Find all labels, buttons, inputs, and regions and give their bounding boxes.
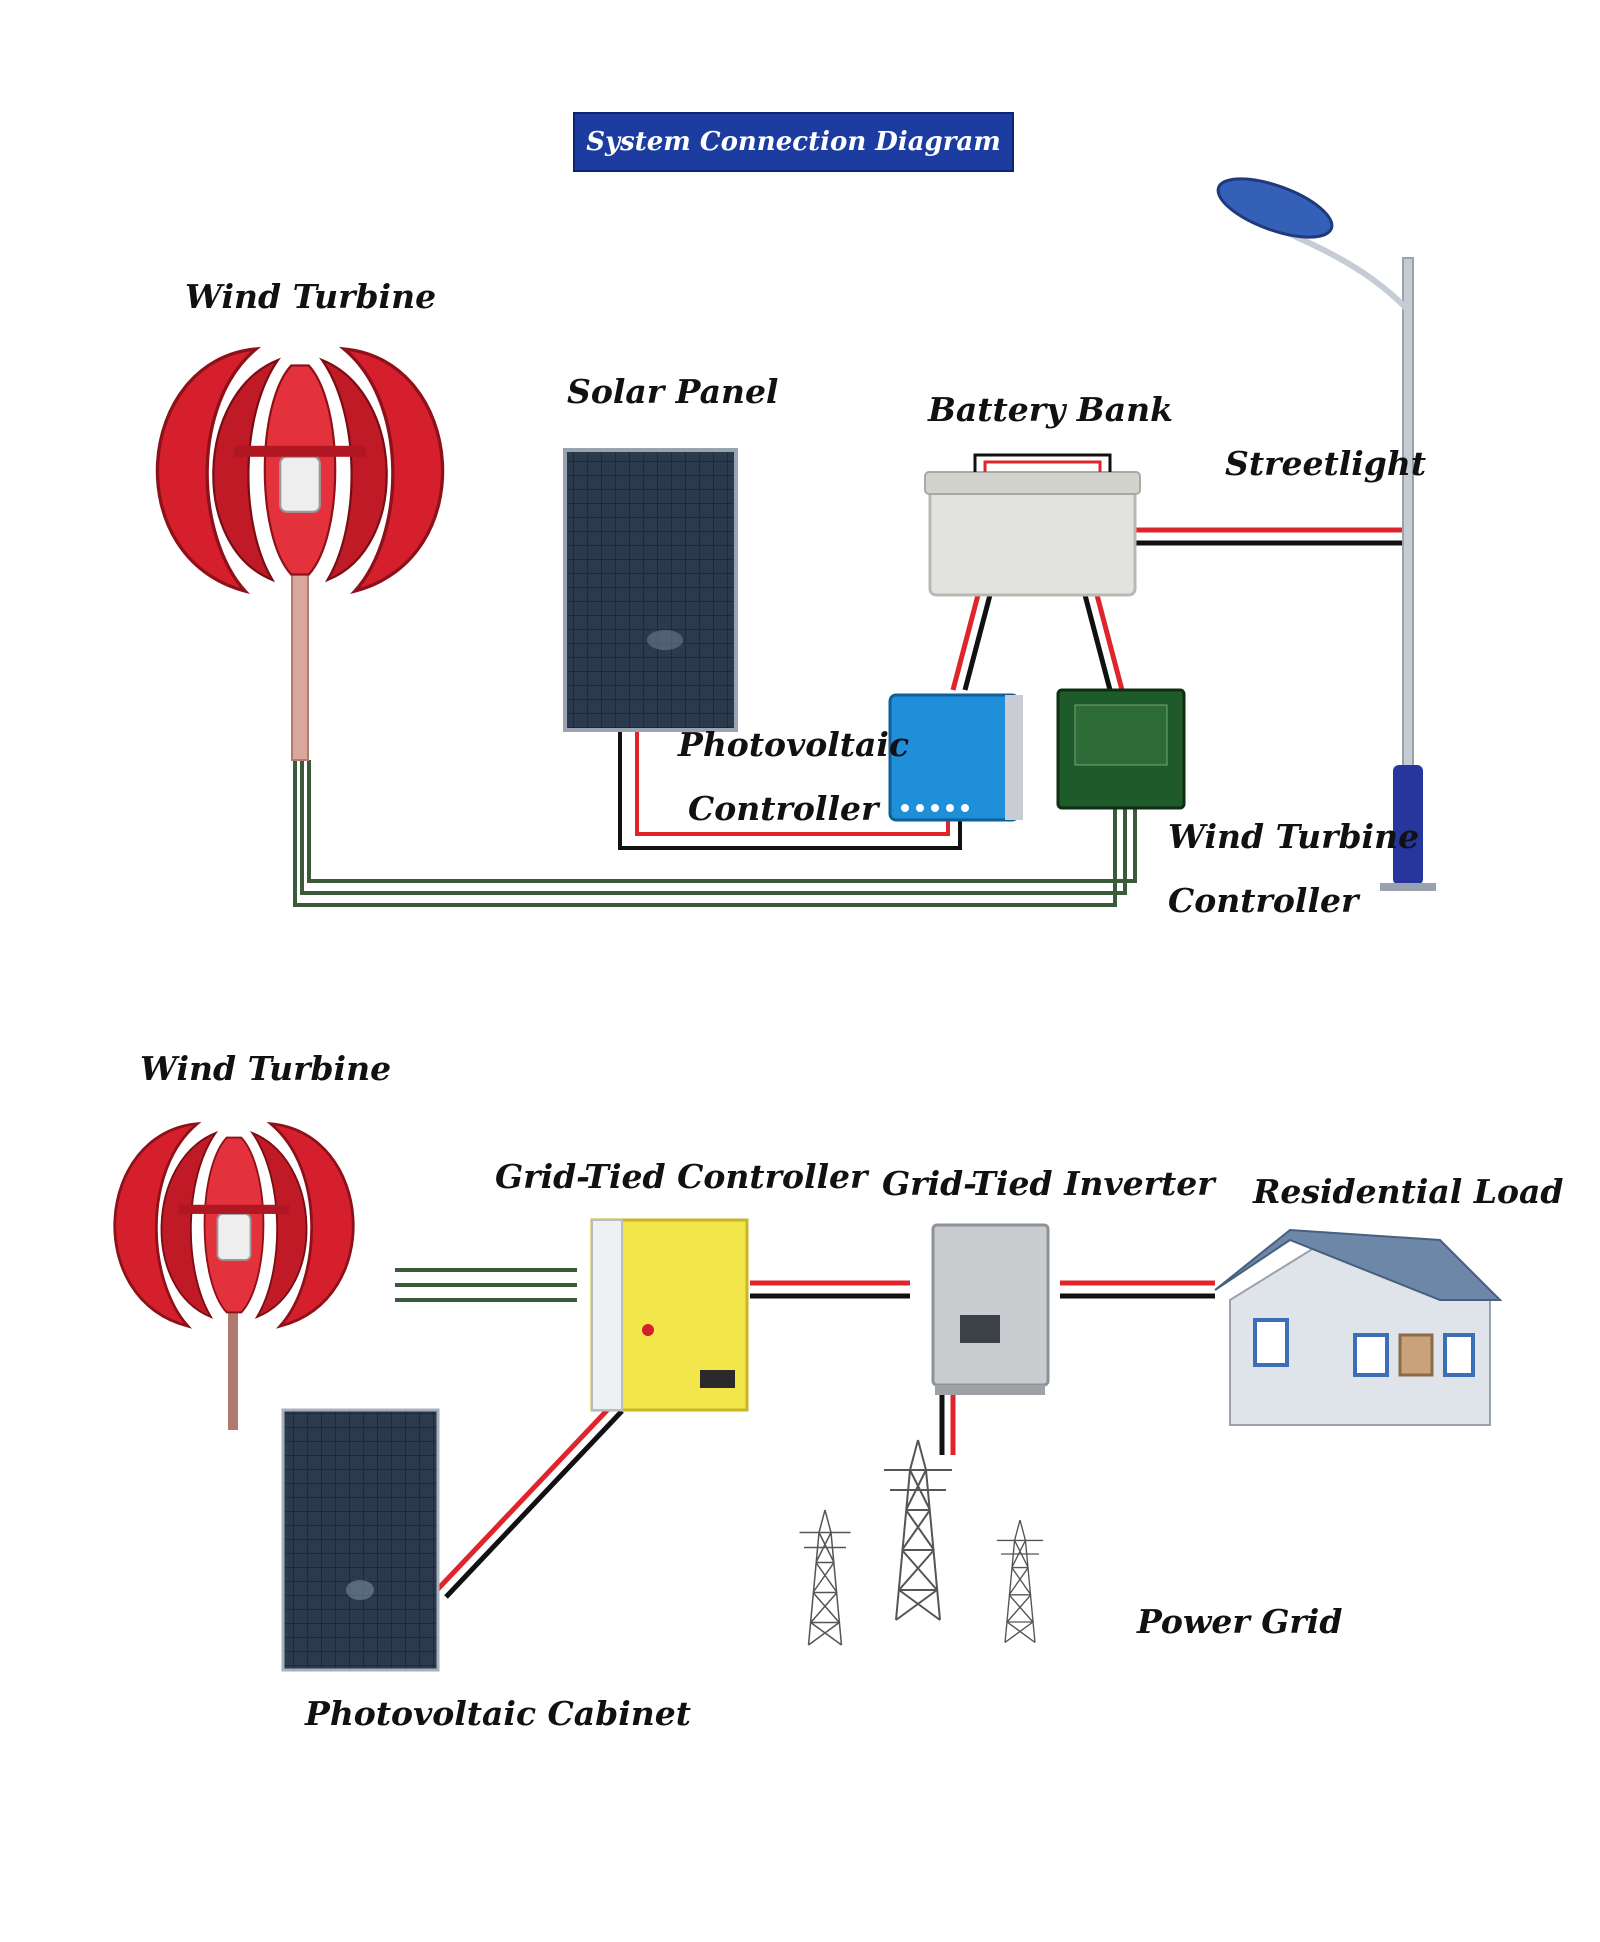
battery-bank — [924, 453, 1141, 597]
label-grid-tied-inverter: Grid-Tied Inverter — [882, 1164, 1215, 1203]
label-wt-controller-line2: Controller — [1168, 881, 1359, 920]
grid-tied-wires — [395, 1268, 1215, 1599]
photovoltaic-cabinet — [281, 1408, 440, 1672]
label-battery-bank: Battery Bank — [928, 390, 1173, 429]
off-grid-wires — [293, 527, 1410, 907]
label-grid-tied-controller: Grid-Tied Controller — [495, 1157, 868, 1196]
label-wind-turbine-bottom: Wind Turbine — [140, 1049, 392, 1088]
off-grid-system — [155, 177, 1436, 907]
solar-panel — [563, 448, 738, 732]
label-photovoltaic-cabinet: Photovoltaic Cabinet — [305, 1694, 692, 1733]
grid-tied-inverter — [931, 1223, 1050, 1395]
label-pv-controller-line1: Photovoltaic — [678, 725, 910, 764]
label-power-grid: Power Grid — [1137, 1602, 1343, 1641]
power-grid-pylons — [798, 1439, 1044, 1646]
grid-tied-controller — [590, 1218, 749, 1412]
residential-house — [1214, 1228, 1503, 1426]
label-pv-controller-line2: Controller — [688, 789, 879, 828]
diagram-title-banner: ↓ System Connection Diagram ↓ — [548, 112, 1039, 172]
down-arrow-icon: ↓ — [1006, 120, 1039, 164]
label-streetlight: Streetlight — [1225, 444, 1427, 483]
down-arrow-icon: ↓ — [548, 120, 581, 164]
label-wind-turbine-top: Wind Turbine — [185, 277, 437, 316]
grid-tied-system — [113, 1122, 1503, 1672]
diagram-title: System Connection Diagram — [586, 127, 1001, 157]
wind-turbine-bottom — [113, 1122, 355, 1430]
pv-controller — [888, 693, 1023, 822]
label-wt-controller-line1: Wind Turbine — [1168, 817, 1420, 856]
label-solar-panel: Solar Panel — [567, 372, 779, 411]
label-residential-load: Residential Load — [1253, 1172, 1564, 1211]
streetlight — [1216, 177, 1436, 891]
wind-turbine-controller — [1056, 688, 1186, 810]
wind-turbine-top — [155, 347, 445, 761]
